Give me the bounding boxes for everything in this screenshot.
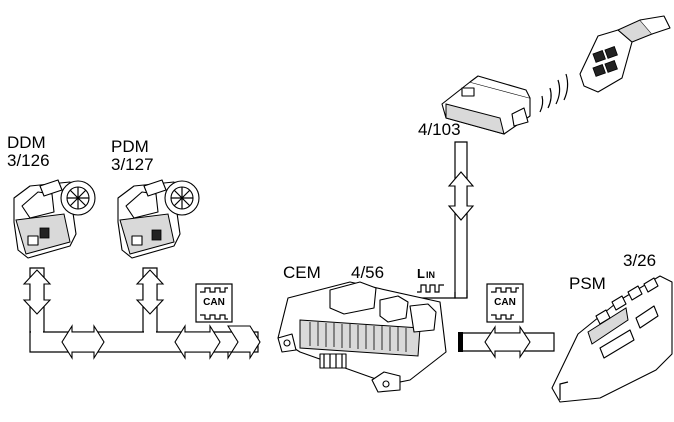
power-seat-module-icon bbox=[551, 275, 673, 403]
psm-name: PSM bbox=[569, 274, 606, 293]
signal-waves-icon bbox=[539, 73, 569, 113]
ddm-window-motor-icon bbox=[13, 179, 96, 259]
receiver-module-icon bbox=[441, 75, 531, 135]
cem-name: CEM bbox=[283, 263, 321, 282]
psm-code: 3/26 bbox=[623, 251, 656, 270]
ddm-name: DDM bbox=[7, 133, 46, 152]
central-electronic-module-icon bbox=[277, 281, 447, 393]
can-label-left: CAN bbox=[203, 297, 225, 308]
lin-label-l: L bbox=[417, 266, 425, 281]
can-label-right: CAN bbox=[494, 297, 516, 308]
ddm-code: 3/126 bbox=[7, 151, 50, 170]
bus-arrows bbox=[22, 171, 531, 360]
pdm-code: 3/127 bbox=[111, 155, 154, 174]
can-badge-left: CAN bbox=[195, 283, 233, 323]
cem-code: 4/56 bbox=[351, 263, 384, 282]
pdm-window-motor-icon bbox=[117, 179, 200, 259]
lin-badge: L IN bbox=[417, 266, 444, 293]
receiver-code: 4/103 bbox=[418, 120, 461, 139]
lin-label-in: IN bbox=[426, 270, 435, 280]
pdm-name: PDM bbox=[111, 137, 149, 156]
can-badge-right: CAN bbox=[486, 283, 524, 323]
remote-key-icon bbox=[579, 15, 671, 93]
